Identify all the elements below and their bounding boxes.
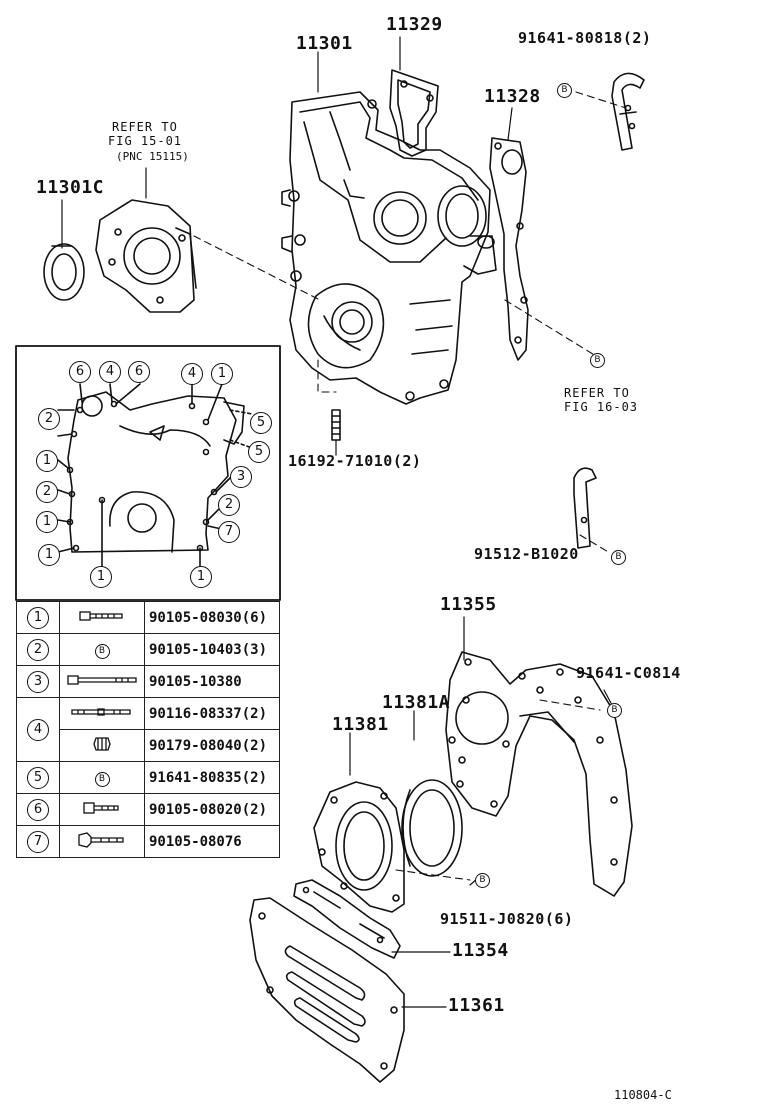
figure-code: 110804-C bbox=[614, 1088, 672, 1102]
plate-11355 bbox=[445, 651, 633, 897]
inset-callout: 1 bbox=[190, 566, 212, 588]
gasket-11329 bbox=[389, 69, 439, 157]
inset-callout: 7 bbox=[218, 521, 240, 543]
inset-callout: 2 bbox=[36, 481, 58, 503]
inset-callout: 2 bbox=[38, 408, 60, 430]
washer-bolt-icon bbox=[78, 831, 124, 848]
legend-key: 1 bbox=[27, 606, 49, 629]
legend-key: 4 bbox=[27, 718, 49, 741]
refer-fig-15-01-pnc: (PNC 15115) bbox=[116, 150, 189, 163]
b-marker: B bbox=[590, 353, 605, 368]
b-marker: B bbox=[475, 873, 490, 888]
b-marker: B bbox=[611, 550, 626, 565]
b-marker: B bbox=[607, 703, 622, 718]
refer-fig-15-01-line2: FIG 15-01 bbox=[108, 134, 183, 148]
inset-callout: 4 bbox=[181, 363, 203, 385]
legend-part-number: 90105-10380 bbox=[144, 665, 280, 698]
inset-callout: 5 bbox=[250, 412, 272, 434]
legend-row: 6 90105-08020(2) bbox=[16, 793, 280, 826]
stud-16192 bbox=[331, 409, 341, 441]
oil-seal-11301C bbox=[43, 243, 85, 301]
label-91511-J0820: 91511-J0820(6) bbox=[440, 910, 574, 928]
refer-fig-16-03-line2: FIG 16-03 bbox=[564, 400, 639, 414]
inset-bolt-diagram bbox=[15, 345, 281, 601]
inset-callout: 6 bbox=[128, 361, 150, 383]
legend-key: 3 bbox=[27, 670, 49, 693]
legend-row: 90179-08040(2) bbox=[17, 729, 280, 762]
legend-row: 3 90105-10380 bbox=[16, 665, 280, 698]
label-11355: 11355 bbox=[440, 594, 497, 615]
bolt-legend-table: 1 90105-08030(6) 2 B 90105-10403(3) 3 90… bbox=[16, 601, 280, 858]
inset-callout: 1 bbox=[90, 566, 112, 588]
legend-row: 2 B 90105-10403(3) bbox=[16, 633, 280, 666]
legend-part-number: 90105-08020(2) bbox=[144, 793, 280, 826]
timing-cover-11301 bbox=[281, 91, 497, 405]
legend-row: 4 90116-08337(2) bbox=[16, 697, 280, 762]
inset-callout: 6 bbox=[69, 361, 91, 383]
stud-bolt-icon bbox=[71, 707, 131, 716]
label-11361: 11361 bbox=[448, 995, 505, 1016]
b-marker: B bbox=[94, 771, 110, 787]
label-11354: 11354 bbox=[452, 940, 509, 961]
label-11381A: 11381A bbox=[382, 692, 451, 713]
label-16192-71010: 16192-71010(2) bbox=[288, 452, 422, 470]
legend-part-number: 90105-10403(3) bbox=[144, 633, 280, 666]
inset-callout: 1 bbox=[211, 363, 233, 385]
legend-row: 7 90105-08076 bbox=[16, 825, 280, 858]
label-11301: 11301 bbox=[296, 33, 353, 54]
nut-icon bbox=[93, 736, 111, 751]
oil-pump-housing-ref bbox=[95, 199, 197, 313]
refer-fig-16-03-line1: REFER TO bbox=[564, 386, 630, 400]
legend-key: 7 bbox=[27, 830, 49, 853]
long-bolt-icon bbox=[67, 674, 137, 685]
inset-callout: 1 bbox=[36, 450, 58, 472]
label-11381: 11381 bbox=[332, 714, 389, 735]
b-marker: B bbox=[94, 643, 110, 659]
legend-part-number: 91641-80835(2) bbox=[144, 761, 280, 794]
label-91512-B1020: 91512-B1020 bbox=[474, 545, 579, 563]
legend-key: 6 bbox=[27, 798, 49, 821]
legend-row: 5 B 91641-80835(2) bbox=[16, 761, 280, 794]
legend-part-number: 90116-08337(2) bbox=[144, 697, 280, 730]
retainer-11381 bbox=[313, 781, 405, 913]
legend-row: 1 90105-08030(6) bbox=[16, 601, 280, 634]
gasket-11354 bbox=[293, 879, 401, 959]
inset-callout: 3 bbox=[230, 466, 252, 488]
label-11329: 11329 bbox=[386, 14, 443, 35]
inset-callout: 1 bbox=[38, 544, 60, 566]
dashed-guides bbox=[193, 91, 627, 881]
bracket-91512 bbox=[573, 467, 597, 549]
inset-callout: 5 bbox=[248, 441, 270, 463]
gasket-11328 bbox=[489, 137, 529, 361]
legend-part-number: 90105-08030(6) bbox=[144, 601, 280, 634]
flange-bolt-icon bbox=[83, 801, 119, 814]
inset-callout: 1 bbox=[36, 511, 58, 533]
oil-seal-11381A bbox=[401, 779, 463, 877]
legend-key: 2 bbox=[27, 638, 49, 661]
inset-callout: 2 bbox=[218, 494, 240, 516]
legend-key: 5 bbox=[27, 766, 49, 789]
bolt-icon bbox=[79, 610, 123, 621]
legend-part-number: 90105-08076 bbox=[144, 825, 280, 858]
label-91641-C0814: 91641-C0814 bbox=[576, 664, 681, 682]
b-marker: B bbox=[557, 83, 572, 98]
plate-11361 bbox=[249, 897, 405, 1083]
inset-callout: 4 bbox=[99, 361, 121, 383]
label-91641-80818: 91641-80818(2) bbox=[518, 29, 652, 47]
legend-part-number: 90179-08040(2) bbox=[144, 729, 280, 762]
bracket-91641-80818 bbox=[611, 72, 645, 151]
label-11301C: 11301C bbox=[36, 177, 105, 198]
label-11328: 11328 bbox=[484, 86, 541, 107]
refer-fig-15-01-line1: REFER TO bbox=[112, 120, 178, 134]
